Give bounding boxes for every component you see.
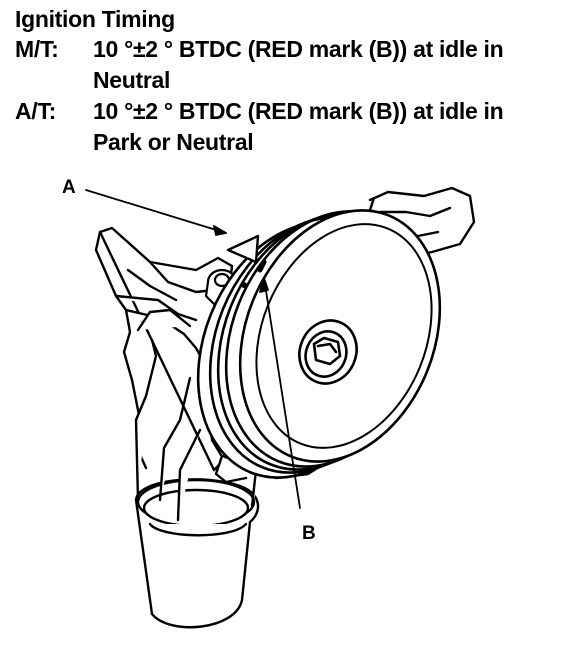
leader-line-a: [85, 189, 227, 236]
spec-value-at-line1: 10 °±2 ° BTDC (RED mark (B)) at idle in: [93, 98, 504, 124]
crank-pulley-drawing: [196, 209, 442, 479]
spec-value-mt: 10 °±2 ° BTDC (RED mark (B)) at idle in …: [93, 34, 565, 96]
spec-value-at-line2: Park or Neutral: [93, 129, 254, 155]
leader-line-b: [259, 277, 301, 509]
spec-row-at: A/T: 10 °±2 ° BTDC (RED mark (B)) at idl…: [15, 96, 565, 158]
oil-filter-drawing: [134, 338, 270, 629]
timing-mark-dot: [241, 282, 247, 288]
spec-label-mt: M/T:: [15, 36, 59, 62]
spec-value-at: 10 °±2 ° BTDC (RED mark (B)) at idle in …: [93, 96, 565, 158]
timing-pointer-triangle: [226, 234, 260, 264]
red-timing-mark: [257, 259, 267, 273]
spec-row-mt: M/T: 10 °±2 ° BTDC (RED mark (B)) at idl…: [15, 34, 565, 96]
spec-block: Ignition Timing M/T: 10 °±2 ° BTDC (RED …: [15, 4, 565, 158]
section-title: Ignition Timing: [15, 6, 175, 32]
spec-value-mt-line1: 10 °±2 ° BTDC (RED mark (B)) at idle in: [93, 36, 504, 62]
callout-label-b: B: [302, 523, 316, 544]
spec-value-mt-line2: Neutral: [93, 67, 171, 93]
spec-label-at: A/T:: [15, 98, 56, 124]
callout-label-a: A: [62, 177, 76, 198]
